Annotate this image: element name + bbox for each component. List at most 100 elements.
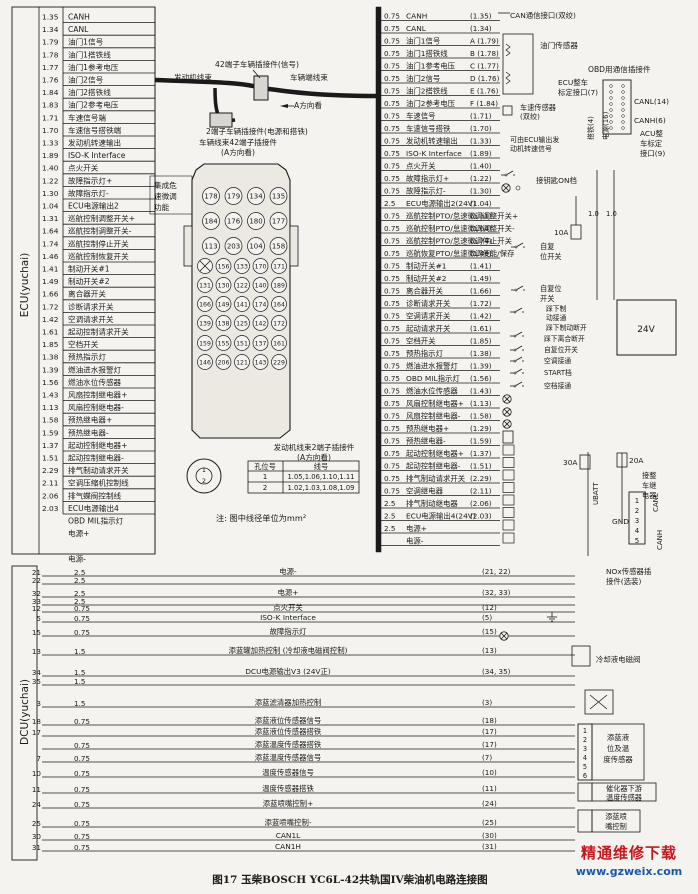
ecu-pin: 1.33 <box>42 139 59 148</box>
c2-table <box>247 460 360 494</box>
wire-size: 0.75 <box>384 262 400 271</box>
ecu-row-label: 空调压缩机控制线 <box>68 478 129 488</box>
ecu-pin: 1.46 <box>42 252 59 261</box>
ecu-row-label: 巡航控制调整开关+ <box>68 213 135 223</box>
level-temp-label: 位及温 <box>607 744 630 753</box>
ecu-row-label: 风扇控制继电器+ <box>68 390 128 400</box>
neutral-switch-blade <box>514 381 523 387</box>
c42-pin-hole <box>234 315 250 331</box>
wire-size: 0.75 <box>384 187 400 196</box>
ecu-row-label: 燃油水位传感器 <box>68 377 122 387</box>
c42-pin-number: 159 <box>199 340 211 347</box>
right-wire-code: (1.74) <box>470 237 492 246</box>
c42-pin-number: 178 <box>204 192 217 200</box>
obd-pin <box>609 120 613 124</box>
right-wire-code: (1.13) <box>470 399 492 408</box>
ecu-row-label: 故障指示灯+ <box>68 175 112 185</box>
right-wire-label: OBD MIL指示灯 <box>406 374 460 383</box>
dcu-wire-size: 0.75 <box>74 769 90 778</box>
c42-pin-number: 189 <box>273 282 285 289</box>
c42-pin-hole <box>252 258 269 274</box>
right-wire-label: 油门1信号 <box>406 37 440 46</box>
clutch-label: 踩下离合断开 <box>544 334 585 343</box>
dcu-pin: 12 <box>32 604 41 613</box>
dcu-pin: 30 <box>32 832 42 841</box>
self-reset-label: 自复 <box>540 242 554 251</box>
neutral-switch-c1 <box>513 384 517 388</box>
ecu-row-label: 排气蝶阀控制线 <box>68 490 122 500</box>
ecu-pin: 1.84 <box>42 88 59 97</box>
c42-pin-number: 146 <box>199 359 211 366</box>
c42-pin-number: 158 <box>272 242 285 250</box>
diag-switch-blade <box>514 345 523 351</box>
dcu-wire-size: 0.75 <box>74 819 90 828</box>
obd-connector <box>602 79 632 135</box>
nox-label: 接件(选装) <box>606 577 641 586</box>
ecu-row-label: 预热继电器- <box>68 427 109 437</box>
right-wire-code: (1.22) <box>470 174 492 183</box>
c42-view-title: (A方向看) <box>221 147 255 157</box>
acu-calib-label: 接口(9) <box>640 149 665 158</box>
right-wire-label: 巡航控制PTO/怠速微调调整开关+ <box>406 212 518 221</box>
dcu-wire-label: CAN1L <box>276 831 301 840</box>
right-wire-label: 点火开关 <box>406 162 436 171</box>
ecu-row-label: ECU电源输出4 <box>68 503 119 513</box>
right-wire-label: ISO-K Interface <box>406 149 462 158</box>
wire-size: 0.75 <box>384 174 400 183</box>
right-wire-label: 巡航控制PTO/怠速微调调整开关- <box>406 224 515 233</box>
right-wire-label: 电源+ <box>406 524 427 533</box>
vehicle-harness-label: 车辆端线束 <box>290 72 328 82</box>
c42-pin-hole <box>269 212 288 230</box>
right-wire-label: 排气制动请求开关 <box>406 474 466 483</box>
obd-pin <box>621 120 625 124</box>
wire-size: 0.75 <box>384 74 400 83</box>
c42-pin-number: 137 <box>255 340 267 347</box>
sensor-pin: 3 <box>583 745 587 753</box>
c42-pin-number: 172 <box>273 320 285 327</box>
c42-pin-number: 122 <box>236 282 248 289</box>
dcu-wire-size: 0.75 <box>74 785 90 794</box>
nox-pin: 5 <box>635 537 639 545</box>
c42-pin-number: 138 <box>218 320 230 327</box>
dcu-wire-label: CAN1H <box>275 842 301 851</box>
wire-size: 2.5 <box>384 499 395 508</box>
right-wire-label: ECU电源输出4(24V) <box>406 512 476 521</box>
right-wire-code: C (1.77) <box>470 62 499 71</box>
exhaust-relay-coil <box>502 532 515 544</box>
dcu-wire-label: 电源- <box>279 567 297 576</box>
dcu-wire-size: 1.5 <box>74 668 85 677</box>
dcu-wire-size: 0.75 <box>74 832 90 841</box>
ac-relay-coil <box>502 519 515 531</box>
dcu-wire-code: (31) <box>482 842 497 851</box>
nozzle-box <box>591 809 641 833</box>
ecu-label: ECU(yuchai) <box>19 253 31 318</box>
level-temp-label: 添蓝液 <box>607 733 630 742</box>
ecu-pin: 1.51 <box>42 454 59 463</box>
ecu-pin: 1.56 <box>42 378 59 387</box>
right-wire-label: 制动开关#2 <box>406 274 446 283</box>
c42-pin-hole <box>215 335 232 351</box>
right-wire-code: (1.58) <box>470 412 492 421</box>
dcu-wire-label: ISO-K Interface <box>260 613 316 622</box>
right-wire-label: 油门2搭铁线 <box>406 87 448 96</box>
c2-view-title: 发动机线束2端子插接件 <box>274 442 355 452</box>
right-wire-code: (2.29) <box>470 474 492 483</box>
ecu-pin: 1.89 <box>42 151 59 160</box>
ecu-pin: 1.79 <box>42 38 59 47</box>
dcu-wire-code: (12) <box>482 603 497 612</box>
c42-pin-number: 139 <box>199 320 211 327</box>
ecu-pin: 1.37 <box>42 441 59 450</box>
ecu-calib-label: ECU整车 <box>558 78 588 87</box>
wire-size: 0.75 <box>384 12 400 21</box>
ecu-row-label: 起动控制继电器- <box>68 453 124 463</box>
acu-calib-label: ACU整 <box>640 129 663 138</box>
c42-pin-hole <box>197 354 213 370</box>
dcu-pin: 7 <box>36 754 41 763</box>
dcu-pin: 34 <box>32 668 42 677</box>
fuse-1-0a-label: 1.0 <box>588 210 599 218</box>
ecu-row-label: 制动开关#1 <box>68 264 110 274</box>
logo-url: www.gzweix.com <box>575 865 683 878</box>
ecu-row-label: 预热指示灯 <box>68 352 106 362</box>
wire-size: 0.75 <box>384 212 400 221</box>
dcu-wire-label: 添蓝温度传感器搭铁 <box>255 740 322 749</box>
